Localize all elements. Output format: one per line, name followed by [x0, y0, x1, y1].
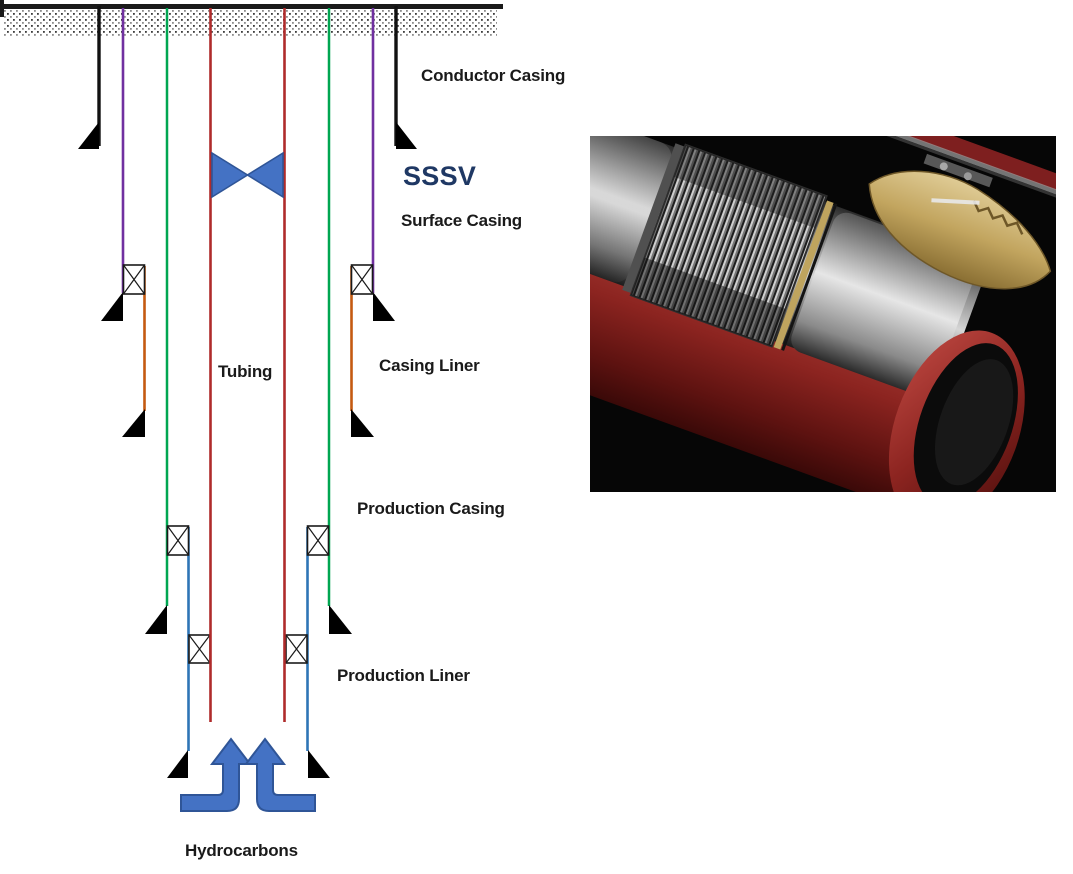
production-liner-string [166, 525, 330, 778]
production-liner-label: Production Liner [337, 666, 470, 685]
casing-shoe-icon [351, 409, 374, 437]
cut-edge-highlight [590, 136, 1056, 222]
ground-surface [0, 0, 503, 36]
slip-teeth [972, 200, 1024, 235]
casing-shoe-icon [308, 750, 330, 778]
flow-arrow-up-icon [180, 737, 253, 812]
thread-shading-bottom [630, 257, 786, 347]
collar-seam [622, 143, 684, 293]
conductor-casing-string [78, 6, 417, 149]
liner-hanger-icon [285, 634, 308, 664]
tubing-label: Tubing [218, 362, 273, 381]
flow-arrow-up-icon [243, 737, 316, 812]
liner-hanger-photo [590, 136, 1056, 492]
liner-hanger-icon [166, 525, 190, 556]
production-casing-string [145, 8, 352, 634]
ring-seam [781, 203, 838, 351]
sssv-label: SSSV [403, 161, 477, 191]
casing-shoe-icon [373, 292, 395, 321]
liner-hanger-icon [188, 634, 211, 664]
cutaway-assembly [590, 136, 1056, 492]
outer-casing-shell [590, 179, 981, 492]
casing-shoe-icon [101, 292, 123, 321]
surface-line [0, 4, 503, 9]
casing-shoe-icon [396, 122, 417, 149]
gold-seal-ring [773, 200, 834, 350]
surface-line-endcap [0, 0, 4, 17]
surface-casing-string [101, 8, 395, 321]
production-casing-label: Production Casing [357, 499, 505, 518]
casing-liner-label: Casing Liner [379, 356, 480, 375]
liner-hanger-icon [306, 525, 330, 556]
casing-shoe-icon [78, 122, 99, 149]
thread-shading-top [673, 144, 827, 229]
surface-casing-label: Surface Casing [401, 211, 522, 230]
well-schematic-diagram [0, 0, 503, 812]
conductor-casing-label: Conductor Casing [421, 66, 566, 85]
outer-casing-top-edge [590, 136, 1056, 218]
mandrel-collar-left [590, 136, 672, 283]
casing-liner-string [122, 264, 374, 437]
hydrocarbons-label: Hydrocarbons [185, 841, 298, 860]
soil-hatch-band [3, 10, 497, 36]
casing-shoe-icon [145, 605, 167, 634]
casing-shoe-icon [122, 409, 145, 437]
liner-hanger-icon [350, 264, 374, 295]
casing-shoe-icon [167, 750, 188, 778]
liner-hanger-icon [122, 264, 146, 295]
sssv-valve-icon [211, 151, 284, 199]
bolt-detail [939, 162, 948, 171]
cut-edge-shadow [590, 136, 1056, 225]
slip-slot-highlight [931, 198, 980, 205]
brass-slip-assembly [868, 170, 1052, 290]
hardware-detail [923, 153, 993, 188]
casing-shoe-icon [329, 605, 352, 634]
bolt-detail [963, 172, 972, 181]
bore-inner-shade [934, 359, 1014, 486]
tubing-string [209, 8, 286, 722]
hydrocarbon-flow-arrows [180, 737, 316, 812]
